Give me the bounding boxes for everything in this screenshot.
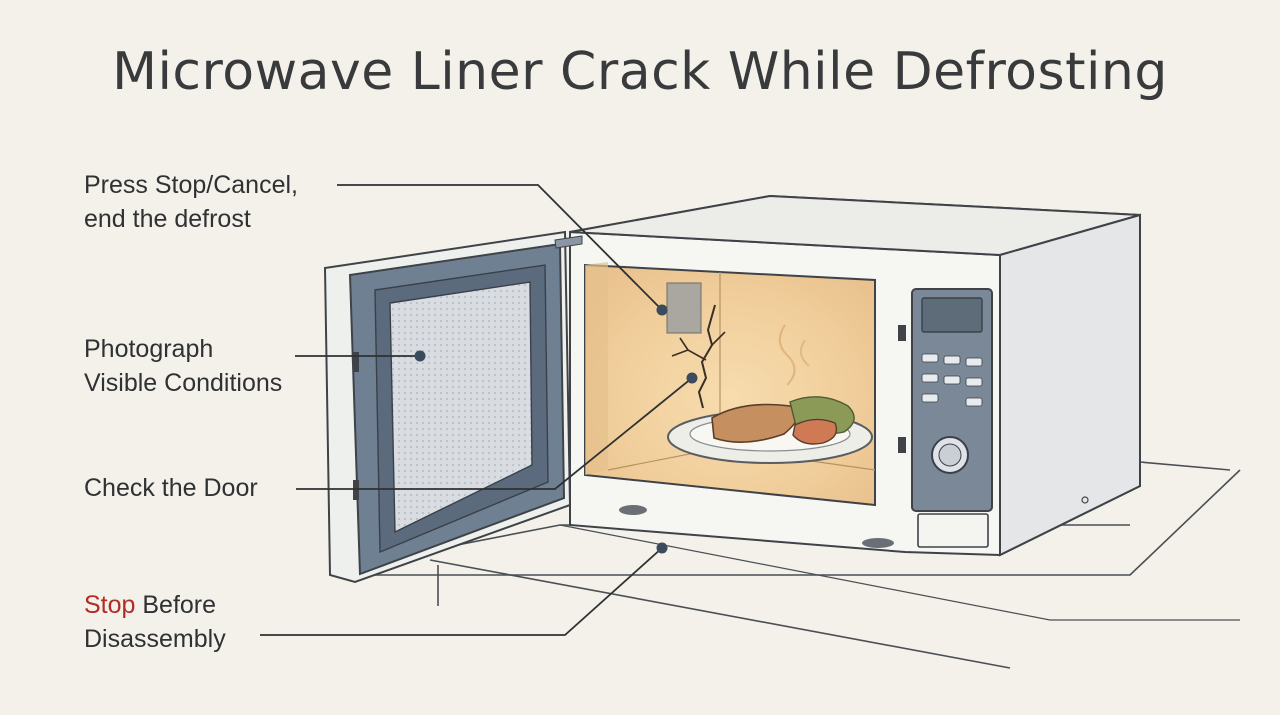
leader-line-stop-cancel <box>337 184 663 311</box>
callout-stop-before-disassembly-line1-rest: Before <box>135 591 217 619</box>
leader-line-stop-disassembly <box>260 547 663 636</box>
callout-lines <box>260 184 693 636</box>
control-panel <box>898 288 993 548</box>
callout-dot-door-window <box>414 350 426 362</box>
microwave-door <box>323 230 583 584</box>
callout-dot-vent <box>656 304 668 316</box>
stop-highlight-word: Stop <box>84 591 136 619</box>
callout-photograph: Photograph Visible Conditions <box>84 332 282 400</box>
callout-dot-countertop <box>656 542 668 554</box>
callout-stop-before-disassembly-line2: Disassembly <box>84 625 226 653</box>
callout-stop-cancel: Press Stop/Cancel, end the defrost <box>84 168 298 236</box>
microwave-cavity <box>584 262 876 507</box>
callout-check-door-line1: Check the Door <box>84 474 258 502</box>
callout-stop-cancel-line1: Press Stop/Cancel, <box>84 171 298 199</box>
callout-photograph-line2: Visible Conditions <box>84 369 283 397</box>
diagram-title: Microwave Liner Crack While Defrosting <box>112 42 1168 102</box>
callout-stop-before-disassembly-line1: Stop Before <box>84 588 226 622</box>
callout-stop-cancel-line2: end the defrost <box>84 205 251 233</box>
callout-stop-before-disassembly: Stop Before Disassembly <box>84 588 226 656</box>
callout-dots <box>414 304 698 554</box>
callout-check-door: Check the Door <box>84 471 258 505</box>
callout-dot-liner-crack <box>686 372 698 384</box>
leader-line-check-door <box>296 377 693 490</box>
callout-photograph-line1: Photograph <box>84 335 214 363</box>
